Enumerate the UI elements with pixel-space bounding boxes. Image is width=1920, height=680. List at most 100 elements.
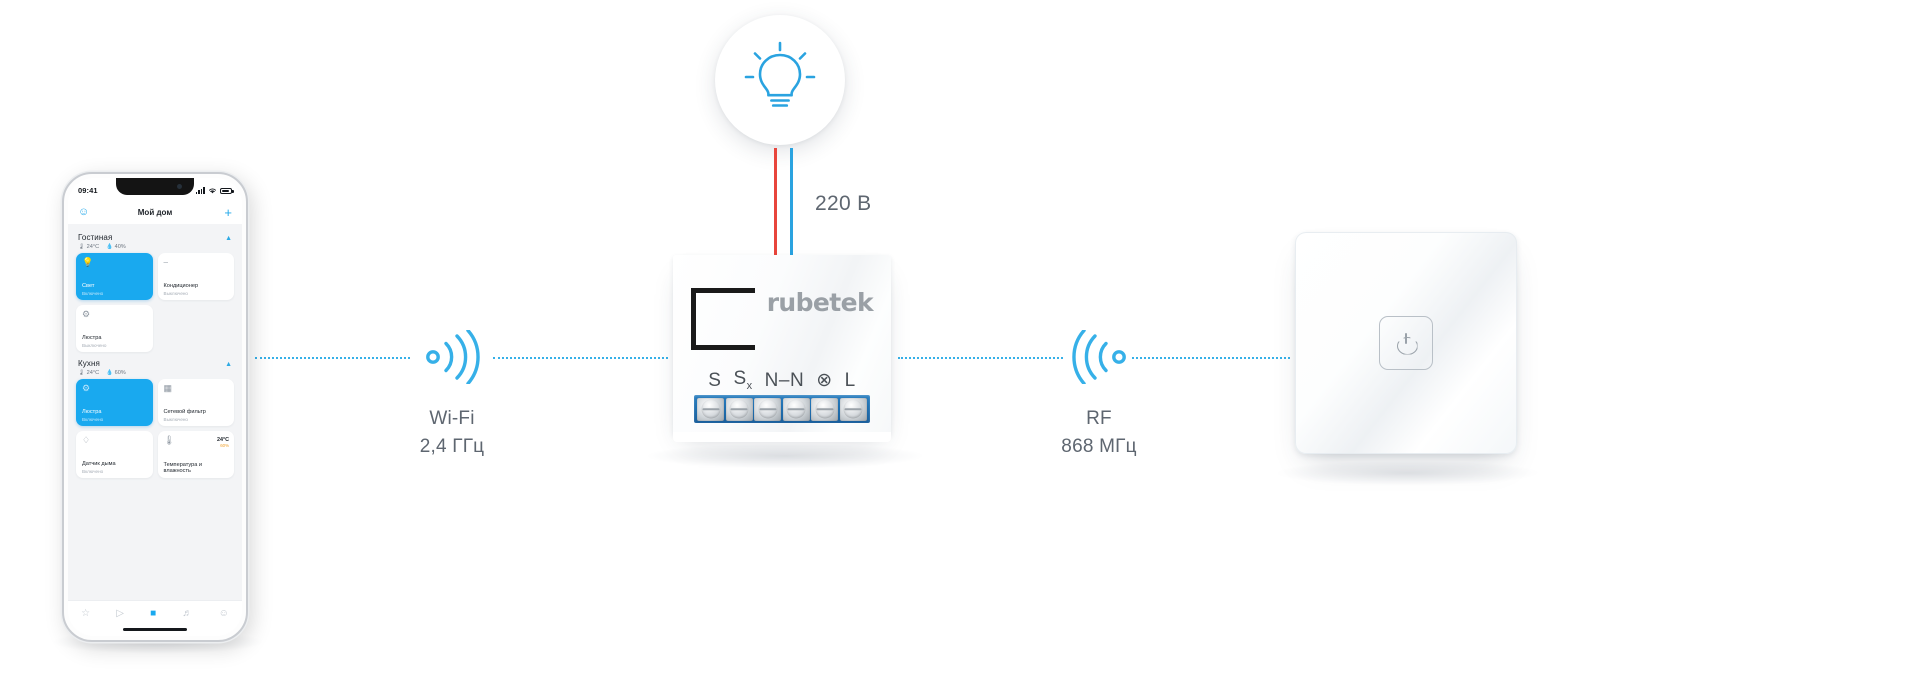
profile-icon[interactable]: ☺ [78, 205, 90, 218]
relay-module: rubetek S Sx N–N ⊗ L [673, 255, 891, 442]
home-icon[interactable]: ■ [150, 608, 157, 619]
device-state: Включено [82, 290, 104, 296]
tab-bar: ☆ ▷ ■ ♬ ☺ [68, 600, 242, 636]
device-state: Выключено [163, 416, 189, 422]
bulb-icon: 💡 [82, 257, 94, 267]
brand-logo: rubetek [766, 288, 874, 317]
room-humidity: 💧60% [106, 370, 126, 376]
wifi-label-line1: Wi-Fi [429, 408, 475, 429]
device-cards: 💡 Свет Включено ⎯ Кондиционер Выключено [76, 253, 234, 352]
room-climate: 🌡24°C 💧40% [78, 244, 126, 250]
phone-notch [116, 178, 194, 195]
plus-icon[interactable]: + [224, 204, 232, 220]
room-name: Кухня [78, 359, 100, 368]
person-icon[interactable]: ☺ [218, 608, 229, 619]
device-name: Датчик дыма [82, 461, 116, 468]
lamp-badge [715, 15, 845, 145]
device-card[interactable]: 💡 Свет Включено [76, 253, 153, 300]
screw-terminal[interactable] [754, 397, 782, 421]
status-bar: 09:41 [68, 178, 242, 200]
status-bar-indicators [195, 187, 234, 194]
dashed-line-wifi-to-module [493, 357, 668, 359]
room-header[interactable]: Гостиная 🌡24°C 💧40% ▲ [76, 231, 234, 253]
device-cards: ⚙ Люстра Включено ▦ Сетевой фильтр Выклю… [76, 379, 234, 478]
terminal-labels: S Sx N–N ⊗ L [673, 368, 891, 392]
device-state: Выключено [163, 290, 189, 296]
dashed-line-rf-to-switch [1132, 357, 1290, 359]
device-name: Сетевой фильтр [163, 409, 206, 416]
chandelier-icon: ⚙ [82, 309, 91, 319]
room-name: Гостиная [78, 233, 113, 242]
terminal-block [694, 395, 870, 423]
wall-switch[interactable] [1295, 232, 1517, 454]
device-card[interactable]: ⚙ Люстра Выключено [76, 305, 153, 352]
device-card[interactable]: ⚙ Люстра Включено [76, 379, 153, 426]
rooms-list[interactable]: Гостиная 🌡24°C 💧40% ▲ 💡 Свет [68, 224, 242, 600]
device-name: Люстра [82, 409, 102, 416]
power-strip-icon: ▦ [163, 383, 173, 393]
app-header: ☺ Мой дом + [68, 200, 242, 224]
screw-terminal[interactable] [782, 397, 810, 421]
room-section-kitchen: Кухня 🌡24°C 💧60% ▲ ⚙ Люстра [76, 357, 234, 478]
room-temperature: 🌡24°C [78, 370, 100, 376]
device-name: Свет [82, 283, 95, 290]
device-card[interactable]: ♢ Датчик дыма Включено [76, 431, 153, 478]
page-title: Мой дом [137, 207, 173, 217]
badge-humidity: 60% [220, 443, 229, 448]
terminal-label-ground: ⊗ [816, 370, 833, 391]
screw-terminal[interactable] [697, 397, 724, 421]
device-card[interactable]: ▦ Сетевой фильтр Выключено [157, 379, 234, 426]
screw-terminal[interactable] [725, 397, 753, 421]
terminal-label-l: L [844, 370, 856, 391]
switch-shadow [1270, 460, 1545, 486]
rf-label-line1: RF [1086, 408, 1112, 429]
dashed-line-module-to-rf [898, 357, 1063, 359]
terminal-label-nn: N–N [764, 370, 805, 391]
room-header[interactable]: Кухня 🌡24°C 💧60% ▲ [76, 357, 234, 379]
ac-icon: ⎯ [163, 257, 169, 267]
bell-icon[interactable]: ♬ [182, 608, 193, 619]
room-climate: 🌡24°C 💧60% [78, 370, 126, 376]
rf-label-line2: 868 МГц [1061, 435, 1137, 457]
module-shadow [640, 443, 930, 469]
wire-neutral [790, 148, 793, 258]
wifi-signal-icon [422, 328, 484, 389]
rf-signal-icon [1068, 328, 1130, 389]
device-card[interactable]: 🌡 24°C 60% Температура и влажность [157, 431, 234, 478]
wifi-label-line2: 2,4 ГГц [419, 435, 485, 457]
chevron-up-icon[interactable]: ▲ [225, 361, 232, 368]
device-card[interactable]: ⎯ Кондиционер Выключено [157, 253, 234, 300]
terminal-label-s: S [708, 370, 722, 391]
room-humidity: 💧40% [106, 244, 126, 250]
power-icon [1397, 332, 1416, 353]
device-state: Включено [82, 468, 104, 474]
star-icon[interactable]: ☆ [81, 608, 91, 619]
wifi-label: Wi-Fi 2,4 ГГц [372, 405, 532, 460]
room-temperature: 🌡24°C [78, 244, 100, 250]
smoke-detector-icon: ♢ [82, 435, 91, 445]
front-camera-icon [177, 184, 182, 189]
play-icon[interactable]: ▷ [116, 608, 124, 619]
room-section-living: Гостиная 🌡24°C 💧40% ▲ 💡 Свет [76, 231, 234, 352]
device-state: Выключено [82, 342, 107, 348]
screw-terminal[interactable] [839, 397, 867, 421]
smartphone: 09:41 ☺ Мой дом + [62, 172, 248, 642]
screw-terminal[interactable] [811, 397, 839, 421]
dashed-line-phone-to-wifi [255, 357, 410, 359]
device-state: Включено [82, 416, 104, 422]
mains-voltage-label: 220 В [815, 192, 872, 215]
status-badge: 24°C 60% [217, 437, 229, 448]
badge-temperature: 24°C [216, 437, 229, 443]
power-button[interactable] [1379, 316, 1433, 370]
chevron-up-icon[interactable]: ▲ [225, 235, 232, 242]
battery-icon [220, 187, 234, 194]
home-indicator [123, 628, 187, 631]
bracket-mark-icon [691, 288, 755, 350]
chandelier-icon: ⚙ [82, 383, 91, 393]
terminal-label-sx: Sx [733, 368, 753, 392]
cellular-bars-icon [195, 187, 205, 194]
rf-label: RF 868 МГц [1019, 405, 1179, 460]
wire-live [774, 148, 777, 258]
device-name: Люстра [82, 335, 102, 342]
